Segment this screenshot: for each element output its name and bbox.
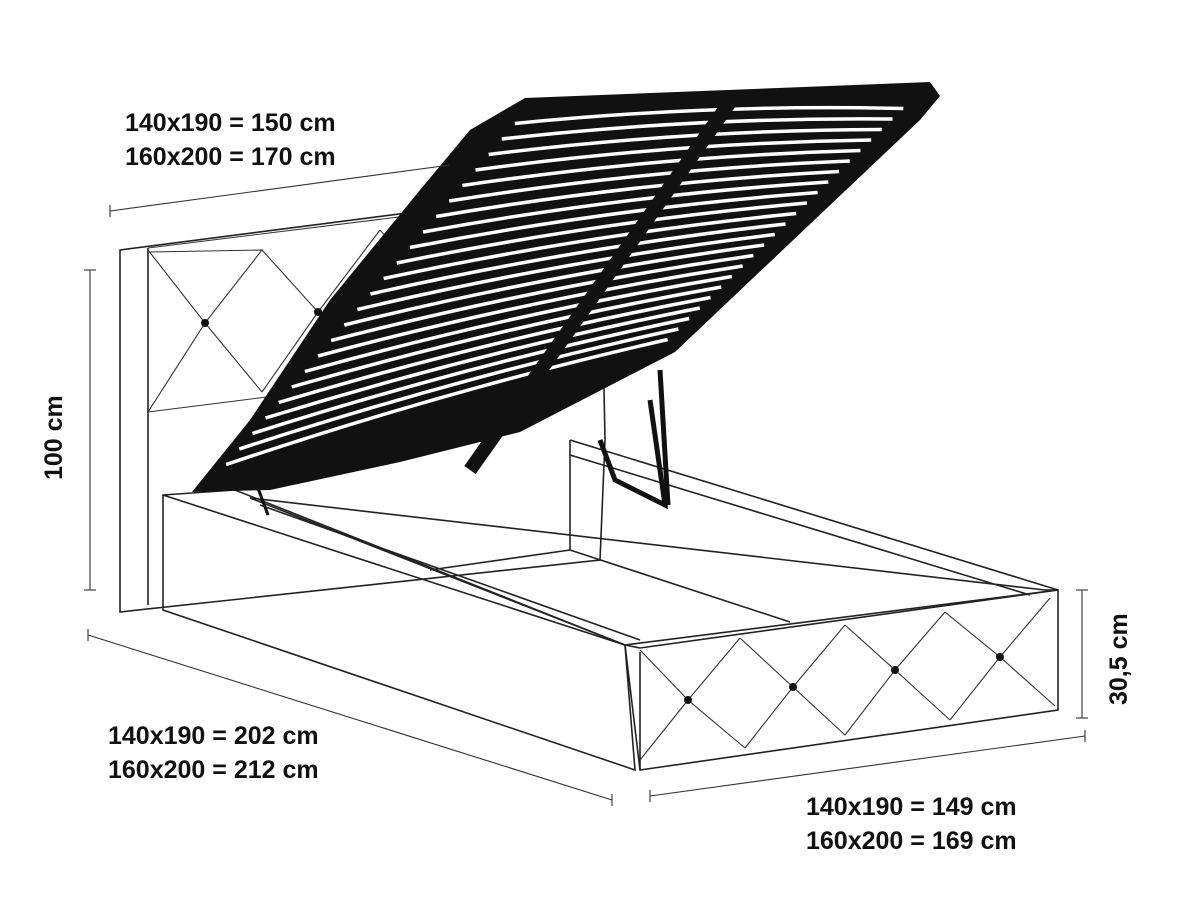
diamond-seam [944, 611, 1001, 721]
button-tuft [789, 683, 797, 691]
slat-gap [488, 127, 882, 157]
slat-gap [251, 316, 690, 436]
lid-center-rail [464, 90, 741, 475]
slat-gap [291, 285, 722, 389]
slat-gap [304, 274, 733, 374]
diamond-seam [999, 597, 1056, 707]
diamond-seam [844, 624, 896, 736]
button-tuft [684, 696, 692, 704]
slat-gap [514, 105, 904, 126]
slat-gap [225, 337, 669, 467]
slat-gap [501, 117, 893, 141]
slat-gap [422, 180, 829, 234]
button-tuft [201, 319, 209, 327]
lifting-slatted-lid [192, 82, 940, 492]
bed-length-label-160: 160x200 = 212 cm [108, 756, 319, 784]
bed-length-label-140: 140x190 = 202 cm [108, 722, 319, 750]
diamond-seam [739, 637, 794, 749]
headboard-height-label: 100 cm [40, 395, 68, 480]
diamond-seam [894, 611, 951, 721]
slat-gap [462, 148, 861, 188]
button-tuft [314, 308, 322, 316]
bed-width-label-160: 160x200 = 169 cm [806, 827, 1017, 855]
headboard-width-label-160: 160x200 = 170 cm [125, 143, 336, 171]
headboard-width-label-140: 140x190 = 150 cm [125, 109, 336, 137]
slat-gap [278, 295, 711, 405]
dimension-lines [84, 164, 1088, 806]
bed-width-label-140: 140x190 = 149 cm [806, 793, 1017, 821]
slat-gap [370, 222, 786, 296]
slat-gap [409, 190, 818, 250]
slat-gap [383, 211, 797, 281]
slat-gap [238, 327, 679, 451]
diamond-seam [792, 624, 846, 736]
bed-base [162, 369, 1059, 772]
frame-height-label: 30,5 cm [1105, 613, 1133, 705]
slat-gap [435, 169, 840, 219]
slat-gap [264, 306, 701, 420]
slat-gap [396, 201, 808, 265]
button-tuft [996, 653, 1004, 661]
slat-gap [475, 138, 872, 172]
slat-gap [330, 253, 754, 343]
slat-gap [448, 159, 850, 203]
diamond-seam [687, 637, 746, 749]
diamond-seam [639, 649, 689, 761]
button-tuft [891, 666, 899, 674]
slat-gap [356, 232, 776, 312]
slat-gap [343, 243, 765, 327]
slat-gap [317, 264, 743, 358]
